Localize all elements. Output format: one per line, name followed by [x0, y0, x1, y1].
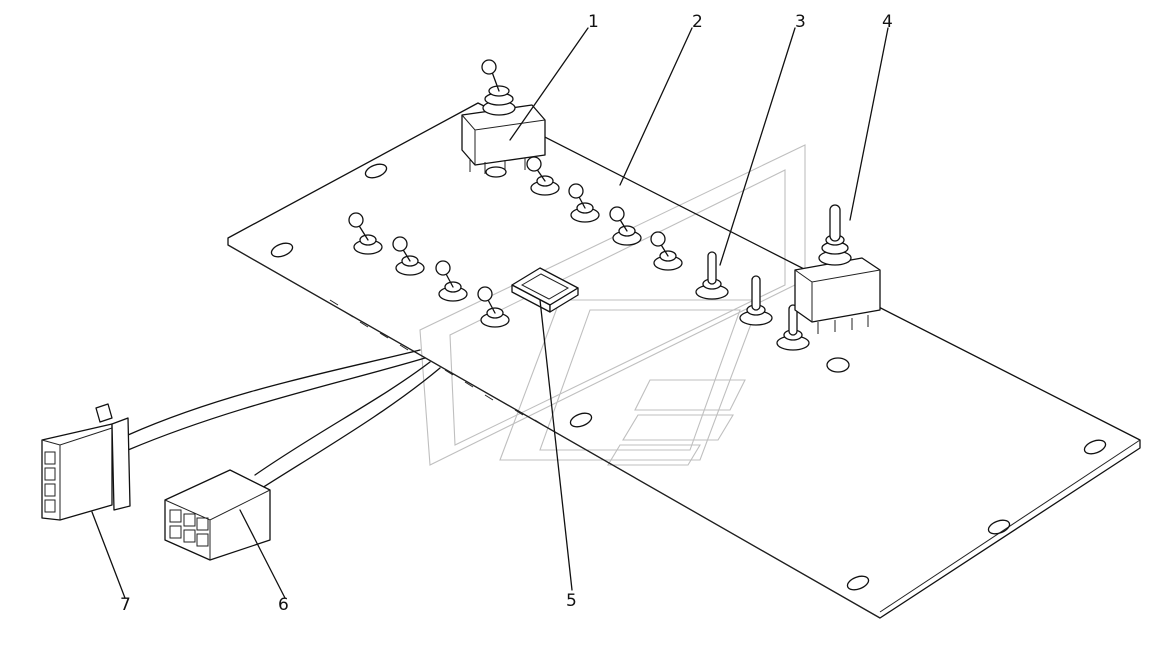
toggle-row — [348, 156, 683, 328]
toggle-switch — [435, 260, 468, 302]
leader-lines — [91, 27, 889, 599]
callout-3: 3 — [795, 12, 806, 32]
wire-harness — [127, 349, 441, 489]
toggle-switch — [739, 275, 773, 326]
panel-plate — [227, 102, 1141, 619]
callout-2: 2 — [692, 12, 703, 32]
connector-6pin — [164, 469, 271, 561]
callout-4: 4 — [882, 12, 893, 32]
toggle-switch-side — [794, 204, 881, 334]
toggle-switch — [650, 231, 683, 271]
toggle-switch — [568, 183, 600, 223]
toggle-row-small — [695, 251, 810, 351]
callout-5: 5 — [566, 591, 577, 611]
toggle-switch — [695, 251, 729, 300]
connector-8pin — [41, 403, 131, 521]
toggle-switch — [348, 212, 383, 255]
callout-1: 1 — [588, 12, 599, 32]
toggle-switch — [477, 286, 510, 328]
watermark-logo — [419, 144, 806, 466]
toggle-switch — [526, 156, 560, 196]
indicator-lamp — [511, 267, 579, 313]
toggle-switch — [776, 304, 810, 351]
toggle-switch — [609, 206, 642, 246]
callout-6: 6 — [278, 595, 289, 615]
toggle-switch — [392, 236, 425, 276]
callout-7: 7 — [120, 595, 131, 615]
